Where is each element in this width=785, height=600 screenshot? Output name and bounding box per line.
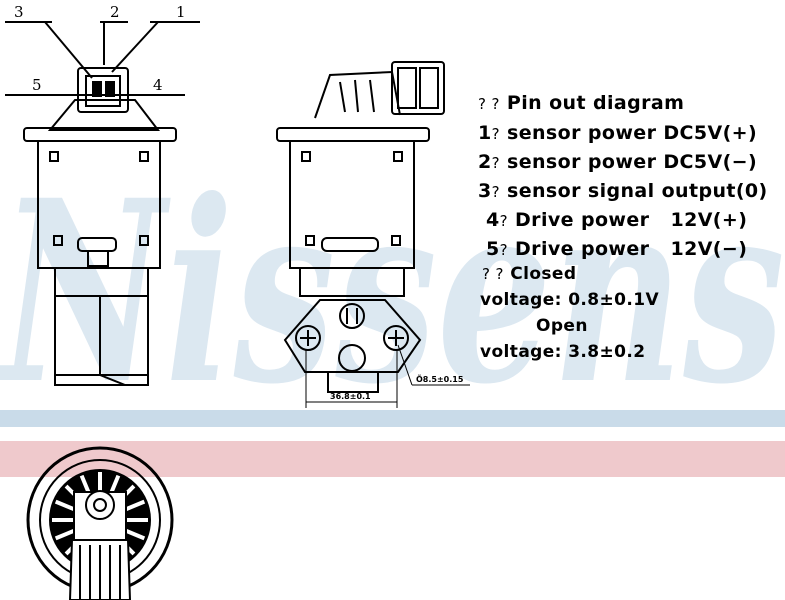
legend-row-3: 3? sensor signal output(0) <box>478 180 768 202</box>
pin-label-4: 4 <box>153 76 163 94</box>
legend-row-q: ? <box>499 241 508 259</box>
legend-row-5: 5? Drive power 12V(−) <box>486 238 747 260</box>
legend-row-num: 2 <box>478 151 492 173</box>
pin-label-5: 5 <box>32 76 42 94</box>
legend-row-num: 1 <box>478 122 492 144</box>
legend-row-q: ? <box>491 154 500 172</box>
legend-row-num: 3 <box>478 180 492 202</box>
legend-row-q: ? <box>491 125 500 143</box>
legend-row-num: 5 <box>486 238 500 260</box>
legend-row-q: ? <box>491 183 500 201</box>
legend-row-1: 1? sensor power DC5V(+) <box>478 122 757 144</box>
legend-row-num: 4 <box>486 209 500 231</box>
legend-row-text: sensor power DC5V(−) <box>507 151 758 173</box>
legend-row-text: sensor signal output(0) <box>507 180 768 202</box>
legend-open-voltage: voltage: 3.8±0.2 <box>480 342 646 362</box>
dimension-width: 36.8±0.1 <box>330 392 371 401</box>
legend-title-prefix: ? ? <box>478 95 500 113</box>
legend-row-text: sensor power DC5V(+) <box>507 122 758 144</box>
legend-row-4: 4? Drive power 12V(+) <box>486 209 747 231</box>
legend-closed-label: Closed <box>510 264 577 284</box>
pin-label-1: 1 <box>176 3 186 21</box>
legend-row-text: Drive power 12V(+) <box>515 209 748 231</box>
pin-label-2: 2 <box>110 3 120 21</box>
legend-closed-prefix: ? ? <box>482 265 504 283</box>
legend-closed-row: ? ? Closed <box>482 264 576 284</box>
legend-row-2: 2? sensor power DC5V(−) <box>478 151 757 173</box>
legend-title: Pin out diagram <box>506 92 685 114</box>
front-view <box>5 21 200 386</box>
side-view <box>276 61 470 408</box>
pin-label-3: 3 <box>14 3 24 21</box>
legend-open-label: Open <box>536 316 588 336</box>
bottom-view <box>26 446 174 600</box>
legend-title-row: ? ? Pin out diagram <box>478 92 684 114</box>
legend-row-text: Drive power 12V(−) <box>515 238 748 260</box>
legend-row-q: ? <box>499 212 508 230</box>
legend-closed-voltage: voltage: 0.8±0.1V <box>480 290 660 310</box>
dimension-hole: Õ8.5±0.15 <box>416 375 464 384</box>
